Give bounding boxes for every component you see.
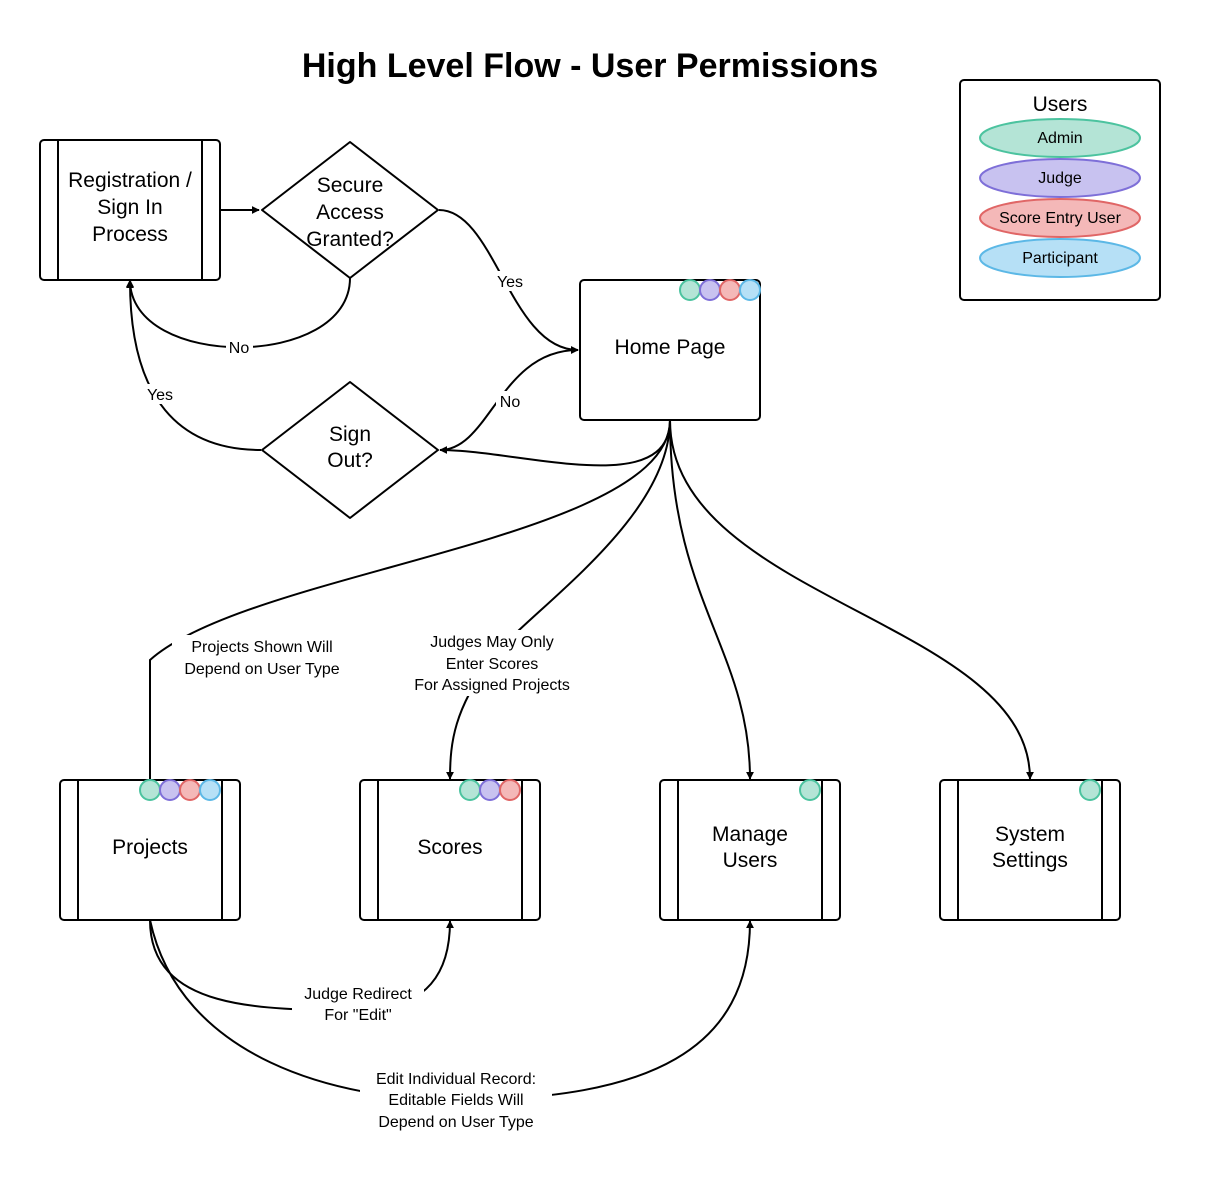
user-dot-judge xyxy=(699,279,721,301)
node-registration: Registration / Sign In Process xyxy=(39,139,221,281)
user-dot-judge xyxy=(479,779,501,801)
svg-text:For "Edit": For "Edit" xyxy=(324,1007,391,1024)
svg-text:Out?: Out? xyxy=(327,449,373,472)
edge-label-signout-no: No xyxy=(496,391,523,411)
edge-signout-yes-to-registration xyxy=(126,280,262,451)
scores-user-dots xyxy=(459,779,521,801)
svg-text:Settings: Settings xyxy=(992,849,1068,872)
legend-item-admin: Admin xyxy=(979,118,1141,158)
node-system-settings: System Settings xyxy=(939,779,1121,921)
edge-label-edit-record: Edit Individual Record: Editable Fields … xyxy=(360,1067,552,1133)
edge-label-scores: Judges May Only Enter Scores For Assigne… xyxy=(400,630,584,696)
edge-home-to-system-settings xyxy=(669,419,1034,780)
legend-item-label: Admin xyxy=(1037,130,1082,147)
svg-text:Projects Shown Will: Projects Shown Will xyxy=(191,639,332,656)
home-page-user-dots xyxy=(679,279,761,301)
user-dot-score-entry-user xyxy=(499,779,521,801)
node-secure-access: Secure Access Granted? xyxy=(261,141,439,279)
svg-text:Enter Scores: Enter Scores xyxy=(446,656,538,673)
svg-text:Granted?: Granted? xyxy=(306,228,394,251)
user-dot-admin xyxy=(459,779,481,801)
svg-text:Editable Fields Will: Editable Fields Will xyxy=(388,1092,523,1109)
edge-home-to-signout xyxy=(439,419,671,467)
svg-text:Registration /: Registration / xyxy=(68,169,192,192)
edge-home-to-projects xyxy=(148,419,671,780)
legend-item-label: Score Entry User xyxy=(999,210,1121,227)
svg-text:Scores: Scores xyxy=(417,836,482,859)
user-dot-admin xyxy=(1079,779,1101,801)
svg-text:Judge Redirect: Judge Redirect xyxy=(304,986,412,1003)
edge-home-to-manage-users xyxy=(669,419,754,780)
user-dot-admin xyxy=(139,779,161,801)
user-dot-admin xyxy=(679,279,701,301)
svg-text:Sign In: Sign In xyxy=(97,196,162,219)
legend-item-label: Participant xyxy=(1022,250,1098,267)
legend-item-label: Judge xyxy=(1038,170,1082,187)
svg-text:Yes: Yes xyxy=(497,274,523,291)
node-home-page: Home Page xyxy=(579,279,761,421)
edge-label-secure-no: No xyxy=(226,337,253,357)
user-dot-score-entry-user xyxy=(719,279,741,301)
svg-text:Edit Individual Record:: Edit Individual Record: xyxy=(376,1071,536,1088)
user-dot-score-entry-user xyxy=(179,779,201,801)
node-manage-users: Manage Users xyxy=(659,779,841,921)
legend-title: Users xyxy=(1033,93,1088,116)
svg-text:Depend on User Type: Depend on User Type xyxy=(184,661,339,678)
user-dot-participant xyxy=(739,279,761,301)
edge-label-judge-redirect: Judge Redirect For "Edit" xyxy=(292,983,424,1027)
svg-text:Sign: Sign xyxy=(329,423,371,446)
svg-text:No: No xyxy=(500,394,521,411)
svg-text:Projects: Projects xyxy=(112,836,188,859)
svg-text:System: System xyxy=(995,823,1065,846)
edge-label-secure-yes: Yes xyxy=(493,271,526,291)
svg-text:Access: Access xyxy=(316,201,384,224)
legend-item-participant: Participant xyxy=(979,238,1141,278)
user-dot-admin xyxy=(799,779,821,801)
svg-text:Depend on User Type: Depend on User Type xyxy=(378,1114,533,1131)
svg-text:Manage: Manage xyxy=(712,823,788,846)
edge-secure-no-to-registration xyxy=(126,277,351,349)
svg-text:Secure: Secure xyxy=(317,174,384,197)
edge-labels: Yes No Yes No Projects Shown Will Depend… xyxy=(144,271,584,1133)
manage-users-user-dots xyxy=(799,779,821,801)
user-dot-judge xyxy=(159,779,181,801)
diagram-title: High Level Flow - User Permissions xyxy=(302,47,878,85)
legend-item-score-entry-user: Score Entry User xyxy=(979,198,1141,238)
legend-item-judge: Judge xyxy=(979,158,1141,198)
user-dot-participant xyxy=(199,779,221,801)
system-settings-user-dots xyxy=(1079,779,1101,801)
svg-text:No: No xyxy=(229,340,250,357)
node-scores: Scores xyxy=(359,779,541,921)
svg-text:Yes: Yes xyxy=(147,387,173,404)
node-sign-out: Sign Out? xyxy=(261,381,439,519)
projects-user-dots xyxy=(139,779,221,801)
edge-label-projects: Projects Shown Will Depend on User Type xyxy=(172,635,354,679)
svg-text:For Assigned Projects: For Assigned Projects xyxy=(414,677,570,694)
svg-text:Home Page: Home Page xyxy=(615,336,726,359)
edge-label-signout-yes: Yes xyxy=(144,384,177,404)
svg-text:Users: Users xyxy=(723,849,778,872)
node-projects: Projects xyxy=(59,779,241,921)
svg-text:Judges May Only: Judges May Only xyxy=(430,634,554,651)
svg-text:Process: Process xyxy=(92,223,168,246)
